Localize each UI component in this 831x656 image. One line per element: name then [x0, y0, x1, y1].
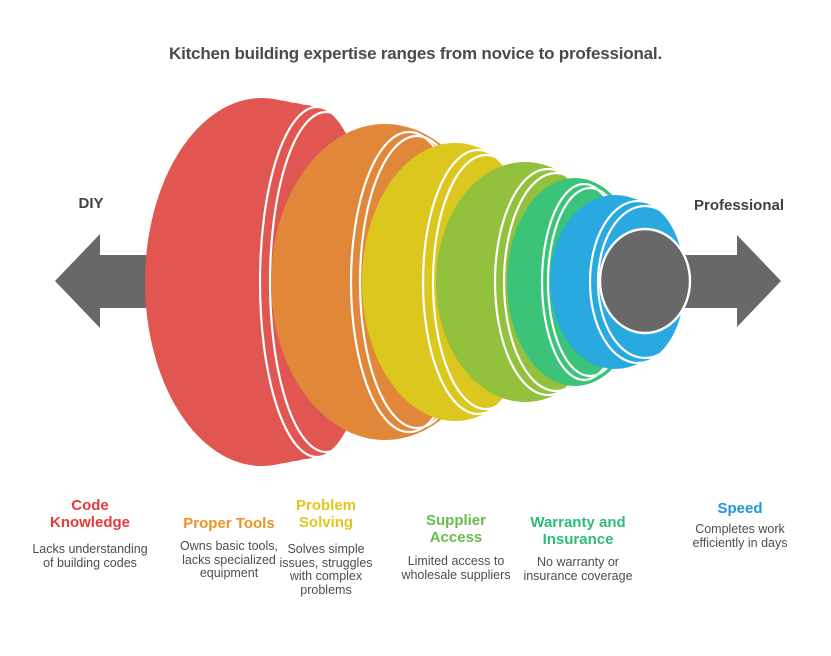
segment-description: Owns basic tools, lacks specialized equi… [180, 539, 278, 580]
segment-heading: Speed [717, 500, 763, 517]
segment-description: Solves simple issues, struggles with com… [279, 542, 373, 597]
diy-label: DIY [78, 195, 104, 212]
professional-label: Professional [693, 197, 785, 214]
segment-description: Limited access to wholesale suppliers [401, 554, 511, 582]
segment-heading: Supplier Access [425, 512, 486, 546]
segment-heading: Code Knowledge [49, 497, 130, 531]
funnel-tip [598, 227, 692, 335]
segment-description: Lacks understanding of building codes [32, 542, 148, 570]
segment-heading: Proper Tools [183, 515, 275, 532]
segment-description: Completes work efficiently in days [692, 522, 788, 550]
segment-description: No warranty or insurance coverage [523, 555, 633, 583]
segment-heading: Warranty and Insurance [530, 514, 626, 548]
segment-heading: Problem Solving [295, 497, 356, 531]
page-title: Kitchen building expertise ranges from n… [169, 44, 662, 63]
